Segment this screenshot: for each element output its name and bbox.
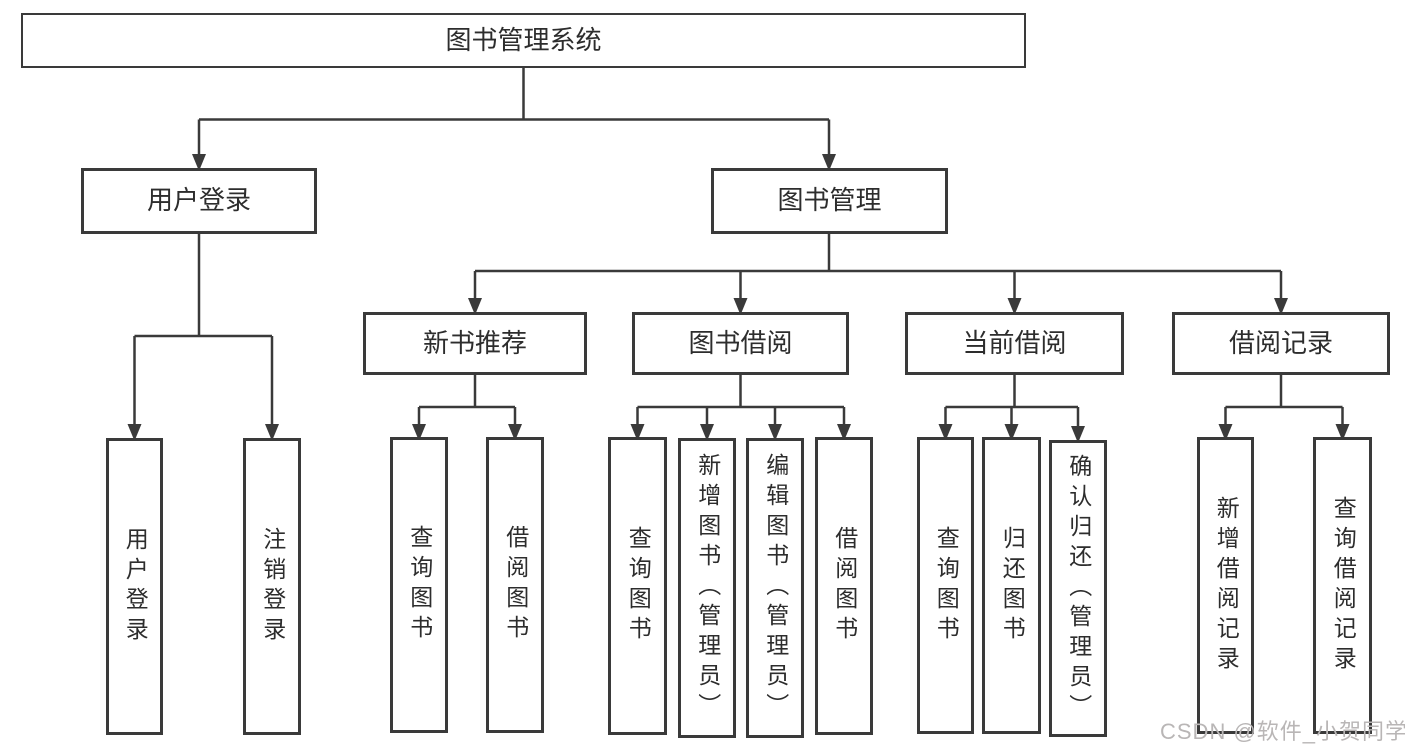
arrowhead-icon bbox=[1004, 424, 1019, 441]
arrowhead-icon bbox=[1071, 426, 1085, 443]
leaf-edit-books-admin: 编辑图书（管理员） bbox=[746, 438, 804, 738]
node-book-management-branch: 图书管理 bbox=[711, 168, 948, 234]
arrowhead-icon bbox=[508, 424, 522, 441]
connector-path bbox=[133, 66, 1344, 428]
arrowhead-icon bbox=[127, 424, 142, 441]
leaf-borrow-books: 借阅图书 bbox=[815, 437, 873, 735]
leaf-borrow-books-recommend: 借阅图书 bbox=[486, 437, 544, 733]
node-current-borrowing: 当前借阅 bbox=[905, 312, 1124, 375]
arrowhead-icon bbox=[733, 298, 748, 315]
leaf-user-login: 用户登录 bbox=[106, 438, 163, 735]
arrowhead-icon bbox=[837, 424, 851, 441]
arrowhead-icon bbox=[265, 424, 279, 441]
node-library-management-system: 图书管理系统 bbox=[21, 13, 1026, 68]
leaf-query-borrow-record: 查询借阅记录 bbox=[1313, 437, 1372, 734]
leaf-return-books: 归还图书 bbox=[982, 437, 1041, 734]
node-user-login-branch: 用户登录 bbox=[81, 168, 317, 234]
node-new-book-recommendation: 新书推荐 bbox=[363, 312, 587, 375]
arrowhead-icon bbox=[468, 298, 482, 315]
arrowhead-icon bbox=[1335, 424, 1350, 441]
leaf-confirm-return-admin: 确认归还（管理员） bbox=[1049, 440, 1107, 737]
leaf-add-borrow-record: 新增借阅记录 bbox=[1197, 437, 1254, 734]
arrowhead-icon bbox=[412, 424, 426, 441]
leaf-query-books-borrow: 查询图书 bbox=[608, 437, 667, 735]
leaf-add-books-admin: 新增图书（管理员） bbox=[678, 438, 736, 738]
leaf-query-books-current: 查询图书 bbox=[917, 437, 974, 734]
node-book-borrowing: 图书借阅 bbox=[632, 312, 849, 375]
arrowhead-icon bbox=[1274, 298, 1288, 315]
arrowhead-icon bbox=[1218, 424, 1233, 441]
csdn-watermark: CSDN @软件_小贺同学 bbox=[1160, 719, 1405, 744]
arrowhead-icon bbox=[938, 424, 953, 441]
arrowhead-icon bbox=[192, 154, 206, 171]
arrowhead-icon bbox=[1007, 298, 1022, 315]
arrowhead-icon bbox=[768, 424, 782, 441]
arrowhead-icon bbox=[822, 154, 836, 171]
node-borrowing-records: 借阅记录 bbox=[1172, 312, 1390, 375]
leaf-query-books-recommend: 查询图书 bbox=[390, 437, 448, 733]
leaf-logout: 注销登录 bbox=[243, 438, 301, 735]
arrowhead-icon bbox=[700, 424, 714, 441]
arrowhead-icon bbox=[630, 424, 645, 441]
